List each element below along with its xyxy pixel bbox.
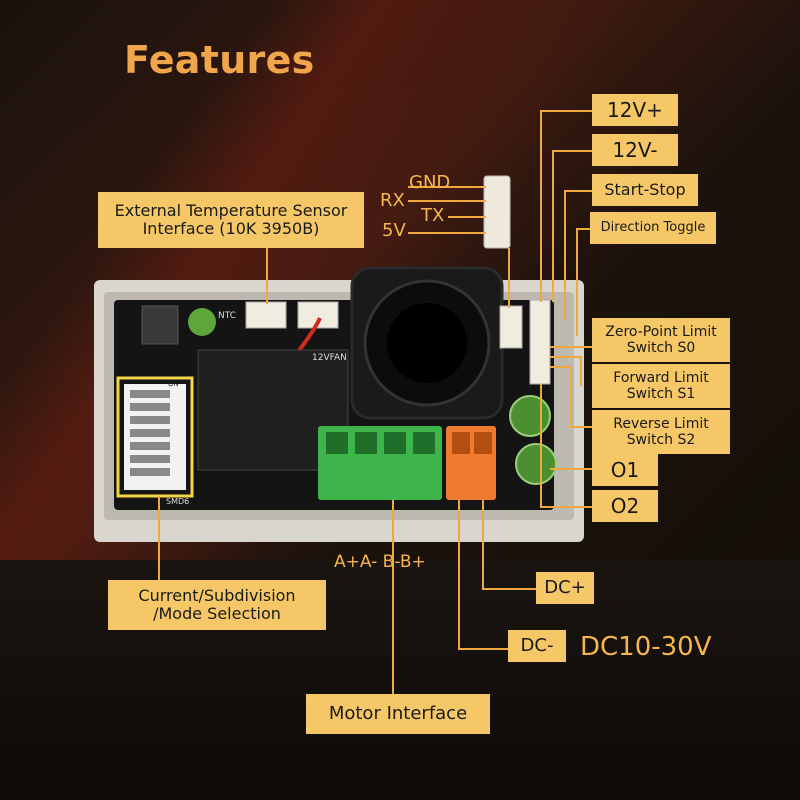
capacitor-large-2 [515, 443, 557, 485]
fan-silkscreen: 12VFAN [312, 353, 347, 363]
label-5v: 5V [382, 220, 406, 241]
label-temp-sensor-text: External Temperature Sensor Interface (1… [114, 200, 348, 238]
leader-12v-plus [540, 110, 592, 112]
motor-terminal [318, 426, 442, 500]
leader-dc-minus-h [458, 648, 508, 650]
label-forward-limit: Forward Limit Switch S1 [592, 364, 730, 408]
fan-hub [387, 303, 467, 383]
label-current-mode: Current/Subdivision /Mode Selection [108, 580, 326, 630]
dip-switch-levers [130, 390, 170, 476]
capacitor-small [188, 308, 216, 336]
leader-dc-minus-v [458, 500, 460, 648]
label-direction-toggle: Direction Toggle [590, 212, 716, 244]
label-temp-sensor: External Temperature Sensor Interface (1… [98, 192, 364, 248]
leader-12v-plus-v [540, 110, 542, 302]
leader-start-stop [564, 190, 592, 192]
inductor [141, 305, 179, 345]
dip-switch-highlight [116, 376, 194, 498]
leader-direction-v [576, 228, 578, 336]
leader-dc-plus-v [482, 500, 484, 588]
motor-terminal-screws [326, 432, 435, 454]
leader-tx [448, 216, 486, 218]
label-start-stop: Start-Stop [592, 174, 698, 206]
page-title: Features [124, 38, 315, 82]
power-terminal-screws [452, 432, 492, 454]
leader-12v-minus-v [552, 150, 554, 302]
label-tx: TX [421, 205, 445, 226]
leader-zero [550, 346, 592, 348]
label-reverse-limit: Reverse Limit Switch S2 [592, 410, 730, 454]
label-dc-range: DC10-30V [580, 632, 712, 662]
io-connector [529, 299, 551, 385]
leader-forward [550, 356, 580, 358]
leader-dc-plus-h [482, 588, 536, 590]
leader-gnd [408, 186, 486, 188]
ntc-silkscreen: NTC [218, 311, 236, 321]
leader-rx [408, 200, 486, 202]
leader-start-stop-v [564, 190, 566, 320]
dip-on-silkscreen: ON [168, 380, 179, 388]
leader-o2 [540, 506, 592, 508]
leader-5v [408, 232, 486, 234]
label-motor-pins: A+A- B-B+ [334, 552, 426, 572]
ntc-connector [245, 301, 287, 329]
label-motor-interface: Motor Interface [306, 694, 490, 734]
leader-12v-minus [552, 150, 592, 152]
uart-plug [483, 175, 511, 249]
leader-motor [392, 500, 394, 696]
leader-o1 [550, 468, 592, 470]
leader-uart [508, 248, 510, 308]
leader-forward-v [580, 356, 582, 386]
label-zero-point: Zero-Point Limit Switch S0 [592, 318, 730, 362]
leader-reverse [550, 366, 570, 368]
capacitor-large-1 [509, 395, 551, 437]
leader-reverse-v [570, 366, 572, 426]
label-dc-minus: DC- [508, 630, 566, 662]
label-o2: O2 [592, 490, 658, 522]
leader-direction [576, 228, 592, 230]
label-dc-plus: DC+ [536, 572, 594, 604]
uart-connector [499, 305, 523, 349]
label-gnd: GND [409, 172, 451, 193]
label-12v-minus: 12V- [592, 134, 678, 166]
leader-temp [266, 248, 268, 304]
leader-o2-v [540, 384, 542, 506]
label-rx: RX [380, 190, 405, 211]
label-12v-plus: 12V+ [592, 94, 678, 126]
leader-reverse-h [570, 426, 592, 428]
model-silkscreen: SMD6 [166, 497, 189, 506]
leader-dip [158, 496, 160, 580]
label-o1: O1 [592, 454, 658, 486]
